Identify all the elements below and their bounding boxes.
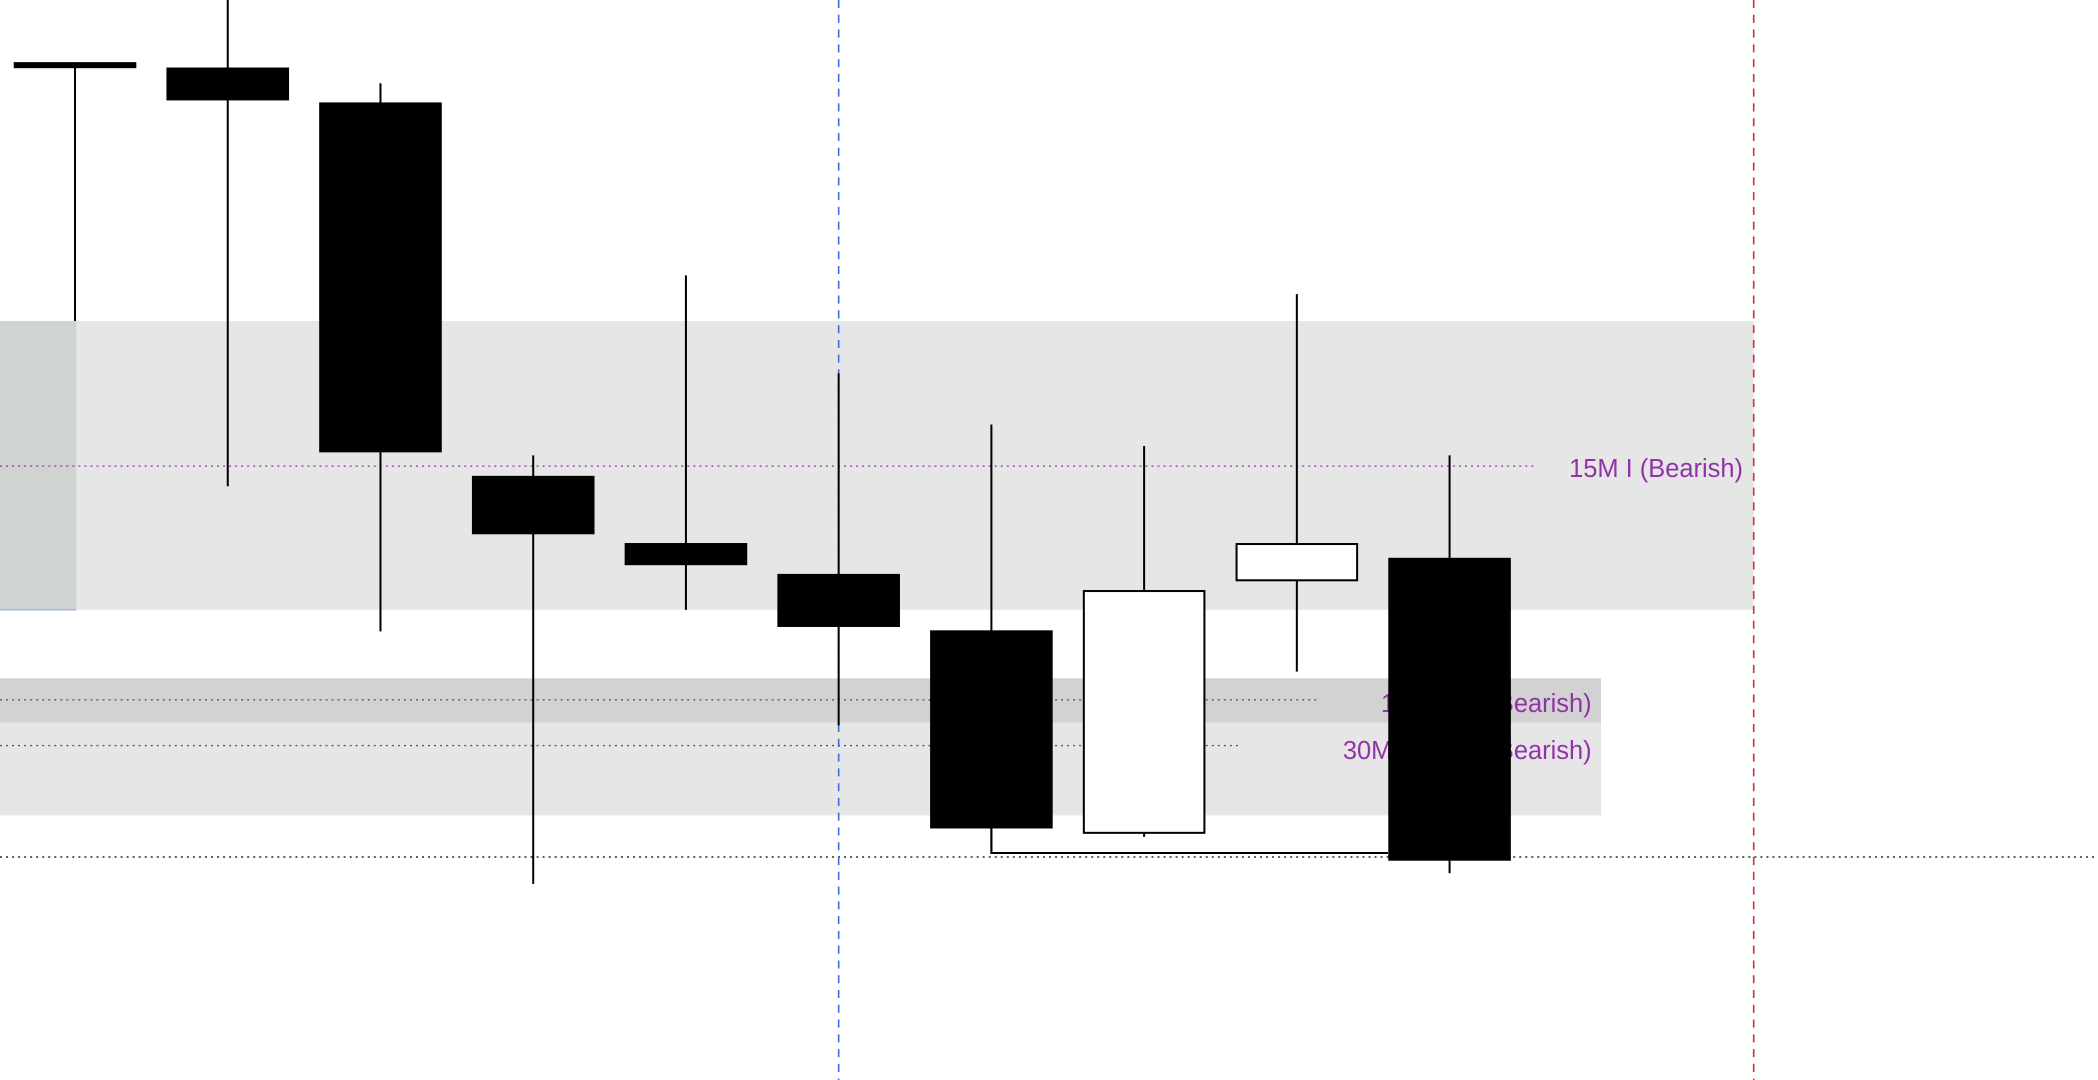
candle-body-bearish	[624, 543, 748, 566]
candle-9	[1235, 294, 1359, 672]
candle-body-bearish	[166, 67, 290, 101]
candle-body-bearish	[319, 102, 442, 453]
candle-body-bearish	[13, 62, 137, 69]
candle-2	[166, 0, 290, 487]
candle-6	[777, 373, 900, 726]
candles-layer	[13, 0, 1511, 884]
candle-4	[471, 455, 595, 884]
zone-30m-wg-i	[0, 722, 1601, 816]
candle-body-bearish	[777, 573, 900, 627]
candle-10	[1388, 455, 1511, 874]
candle-body-bullish	[1235, 543, 1359, 582]
zone-15m-wg	[0, 678, 1601, 723]
candle-body-bullish	[1082, 590, 1206, 834]
zones-layer: 15M I (Bearish) 15M WG (Bearish) 30M WG …	[0, 321, 1754, 816]
candle-5	[624, 275, 748, 610]
candle-7	[930, 424, 1053, 853]
candle-3	[319, 83, 442, 632]
candle-1	[13, 62, 137, 322]
candle-body-bearish	[1388, 557, 1511, 861]
candle-body-bearish	[471, 475, 595, 535]
candle-body-bearish	[930, 630, 1053, 829]
zone-label-15m-i: 15M I (Bearish)	[1569, 455, 1743, 483]
candle-8	[1082, 445, 1206, 837]
